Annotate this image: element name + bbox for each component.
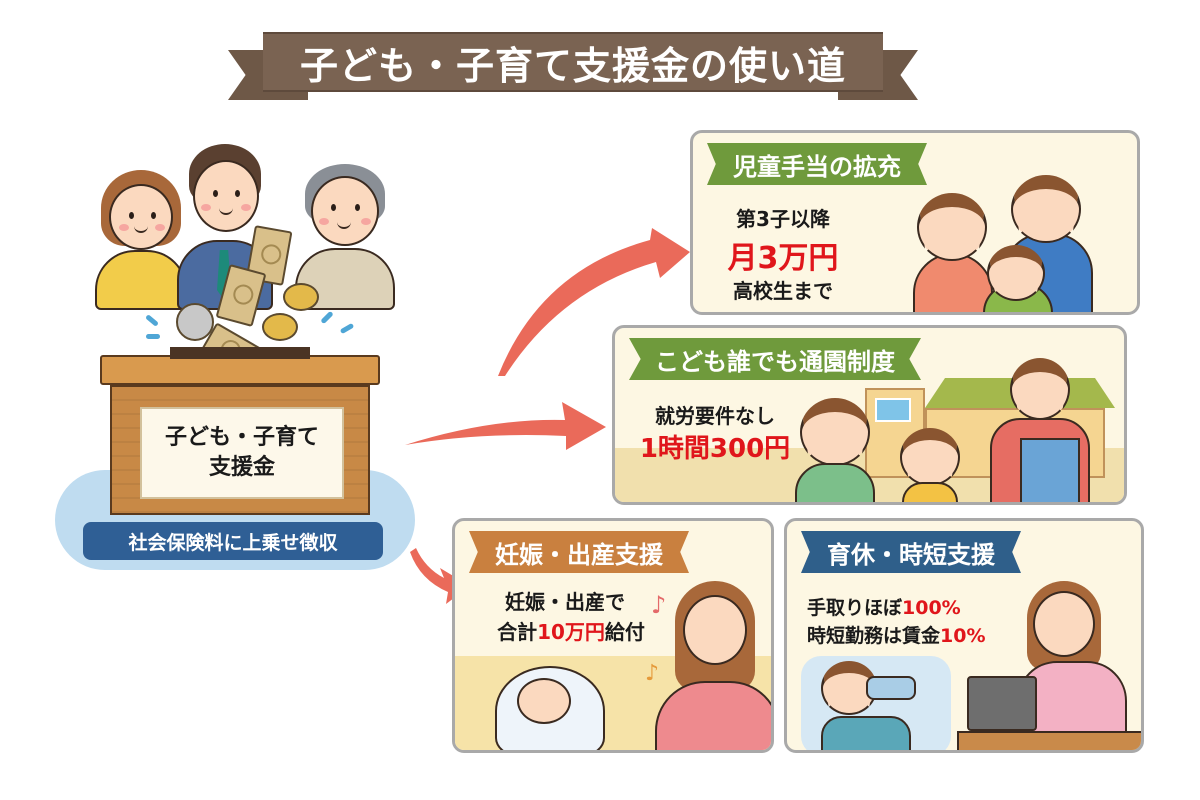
card-heading: こども誰でも通園制度 [629,338,921,380]
box-front: 子ども・子育て 支援金 [110,385,370,515]
baby-icon [495,666,605,750]
banner-band: 子ども・子育て支援金の使い道 [263,32,883,92]
splash-mark [146,334,160,339]
card-line2-prefix: 時短勤務は賃金 [807,625,941,647]
silver-coin-icon [176,303,214,341]
working-mother-icon [957,581,1141,750]
card-line2-prefix: 合計 [497,620,538,644]
card-heading-text: 児童手当の拡充 [733,152,901,181]
box-lid [100,355,380,385]
card-heading: 児童手当の拡充 [707,143,927,185]
card-line2: 時短勤務は賃金10% [807,621,1027,648]
card-highlight: 月3万円 [727,241,839,276]
laptop-icon [967,676,1037,731]
card-heading: 育休・時短支援 [801,531,1021,573]
splash-mark [145,314,159,327]
pregnant-woman-icon [655,581,771,750]
card-heading-text: 育休・時短支援 [827,540,995,569]
card-daycare-program: こども誰でも通園制度 就労要件なし 1時間300円 [612,325,1127,505]
page-title: 子ども・子育て支援金の使い道 [299,43,846,88]
music-note-icon: ♪ [651,591,667,619]
box-label: 子ども・子育て 支援金 [140,407,344,499]
card-line2-suffix: 給付 [604,620,645,644]
card-heading-text: こども誰でも通園制度 [655,347,895,376]
card-line3: 高校生まで [733,279,833,303]
card-line1-prefix: 手取りほぼ [807,597,903,619]
baby-drinking-icon [801,656,951,750]
desk-icon [957,731,1141,750]
card-line1: 手取りほぼ100% [807,593,1007,620]
levy-label: 社会保険料に上乗せ徴収 [128,531,338,554]
music-note-icon: ♪ [645,661,660,686]
card-highlight: 1時間300円 [639,434,791,464]
gold-coin-icon [283,283,319,311]
card-highlight: 10% [940,625,986,647]
card-line1: 第3子以降 [736,207,830,231]
box-slot [170,347,310,359]
card-heading-text: 妊娠・出産支援 [495,540,663,569]
arrow-to-daycare-icon [405,402,606,450]
card-line2: 合計10万円給付 [471,616,671,645]
card-pregnancy-support: 妊娠・出産支援 妊娠・出産で 合計10万円給付 ♪ ♪ [452,518,774,753]
card-line1: 就労要件なし [655,404,775,428]
woman-contributor-icon [95,160,190,310]
card-highlight: 100% [902,597,961,619]
gold-coin-icon [262,313,298,341]
children-cheering-icon [873,173,1133,312]
levy-badge: 社会保険料に上乗せ徴収 [83,522,383,560]
card-child-allowance: 児童手当の拡充 第3子以降 月3万円 高校生まで [690,130,1140,315]
donation-box: 子ども・子育て 支援金 [100,347,380,515]
box-label-line2: 支援金 [208,455,275,480]
splash-mark [339,322,355,335]
splash-mark [320,310,334,325]
card-highlight: 10万円 [537,620,605,644]
card-heading: 妊娠・出産支援 [469,531,689,573]
card-line1: 妊娠・出産で [505,590,625,614]
teacher-and-children-icon [790,348,1110,502]
box-label-line1: 子ども・子育て [164,425,319,450]
title-banner: 子ども・子育て支援金の使い道 [228,20,918,100]
card-parental-leave: 育休・時短支援 手取りほぼ100% 時短勤務は賃金10% [784,518,1144,753]
elderly-contributor-icon [295,160,395,310]
